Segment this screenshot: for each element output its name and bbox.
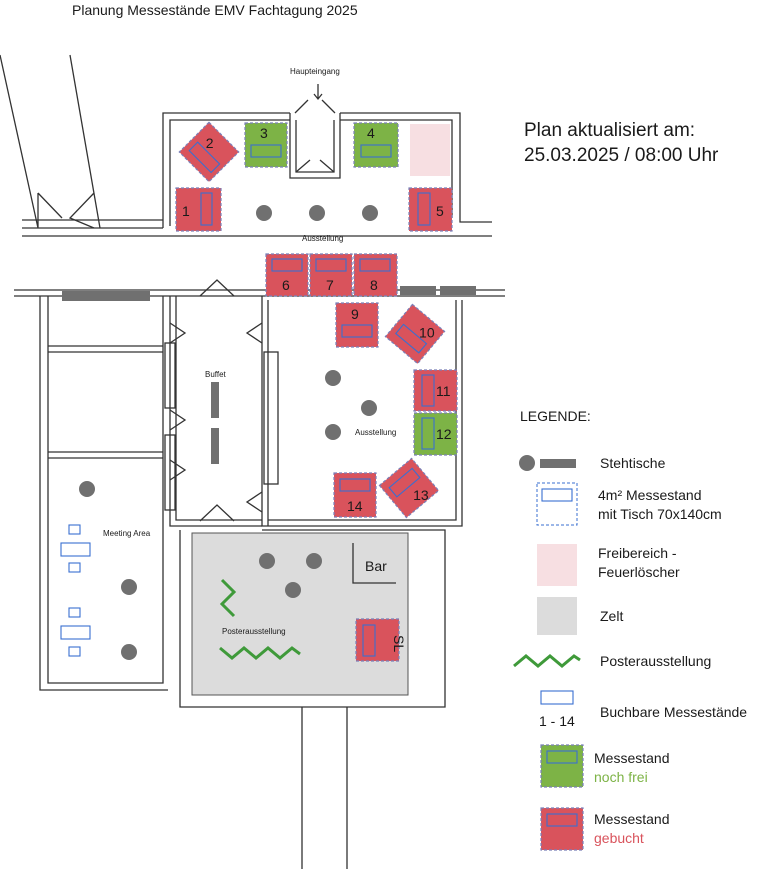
legend-booked-stand-label: Messestand xyxy=(594,811,670,827)
entrance-label: Haupteingang xyxy=(290,67,340,76)
stand-13-label: 13 xyxy=(413,487,429,503)
stand-1-label: 1 xyxy=(182,203,190,219)
stand-sl[interactable]: SL xyxy=(355,618,407,662)
stand-2[interactable]: 2 xyxy=(178,121,240,183)
standing-tables xyxy=(79,205,378,660)
stand-13[interactable]: 13 xyxy=(378,457,440,520)
stand-11-label: 11 xyxy=(436,383,451,399)
exhibition-label-mid: Ausstellung xyxy=(355,428,396,437)
stand-12[interactable]: 12 xyxy=(413,412,458,456)
stand-6-label: 6 xyxy=(282,277,290,293)
legend-graphics xyxy=(513,455,584,851)
legend-stand-size-line1: 4m² Messestand xyxy=(598,487,702,503)
stand-5-label: 5 xyxy=(436,203,444,219)
stand-6[interactable]: 6 xyxy=(265,253,309,297)
update-value: 25.03.2025 / 08:00 Uhr xyxy=(524,145,719,166)
legend-bookable: Buchbare Messestände xyxy=(600,704,748,720)
legend-standing-tables: Stehtische xyxy=(600,455,666,471)
stand-14-label: 14 xyxy=(347,498,363,514)
page-title: Planung Messestände EMV Fachtagung 2025 xyxy=(72,2,358,18)
legend-free-status: noch frei xyxy=(594,769,648,785)
stand-14[interactable]: 14 xyxy=(333,472,377,518)
stand-4[interactable]: 4 xyxy=(353,122,399,168)
bar-label: Bar xyxy=(365,558,387,574)
walls xyxy=(0,54,505,869)
legend-stand-size-line2: mit Tisch 70x140cm xyxy=(598,506,722,522)
stand-7-label: 7 xyxy=(326,277,334,293)
stand-11[interactable]: 11 xyxy=(413,369,458,412)
stand-9[interactable]: 9 xyxy=(335,302,379,348)
meeting-area-label: Meeting Area xyxy=(103,529,151,538)
stand-9-label: 9 xyxy=(351,306,359,322)
stand-8[interactable]: 8 xyxy=(353,253,398,297)
stand-1[interactable]: 1 xyxy=(175,187,222,232)
legend-booked-status: gebucht xyxy=(594,830,644,846)
stand-7[interactable]: 7 xyxy=(309,253,353,297)
meeting-tables xyxy=(60,524,91,657)
legend-tent: Zelt xyxy=(600,608,624,624)
update-label: Plan aktualisiert am: xyxy=(524,120,696,141)
stand-5[interactable]: 5 xyxy=(408,187,453,232)
exhibition-label-top: Ausstellung xyxy=(302,234,343,243)
stand-4-label: 4 xyxy=(367,125,375,141)
legend-free-area-line2: Feuerlöscher xyxy=(598,564,680,580)
poster-wall xyxy=(219,578,301,660)
legend-bookable-range: 1 - 14 xyxy=(539,713,575,729)
free-area xyxy=(410,124,450,176)
stand-10[interactable]: 10 xyxy=(384,303,446,365)
legend-free-area-line1: Freibereich - xyxy=(598,545,677,561)
poster-area-label: Posterausstellung xyxy=(222,627,286,636)
stand-2-label: 2 xyxy=(206,135,214,151)
stand-sl-label: SL xyxy=(391,635,407,652)
legend-poster: Posterausstellung xyxy=(600,653,712,669)
buffet-label: Buffet xyxy=(205,370,227,379)
update-info: Plan aktualisiert am: 25.03.2025 / 08:00… xyxy=(524,118,718,168)
legend-heading: LEGENDE: xyxy=(520,408,591,424)
stand-12-label: 12 xyxy=(436,426,452,442)
legend-free-area: Freibereich - Feuerlöscher xyxy=(598,544,680,582)
stand-8-label: 8 xyxy=(370,277,378,293)
legend-stand-size: 4m² Messestand mit Tisch 70x140cm xyxy=(598,486,722,524)
stand-10-label: 10 xyxy=(419,325,435,341)
legend-free-stand: Messestand noch frei xyxy=(594,749,669,787)
standing-table-bars xyxy=(62,286,476,464)
stand-3[interactable]: 3 xyxy=(244,122,288,168)
legend-free-stand-label: Messestand xyxy=(594,750,670,766)
stand-3-label: 3 xyxy=(260,125,268,141)
legend-booked-stand: Messestand gebucht xyxy=(594,810,669,848)
